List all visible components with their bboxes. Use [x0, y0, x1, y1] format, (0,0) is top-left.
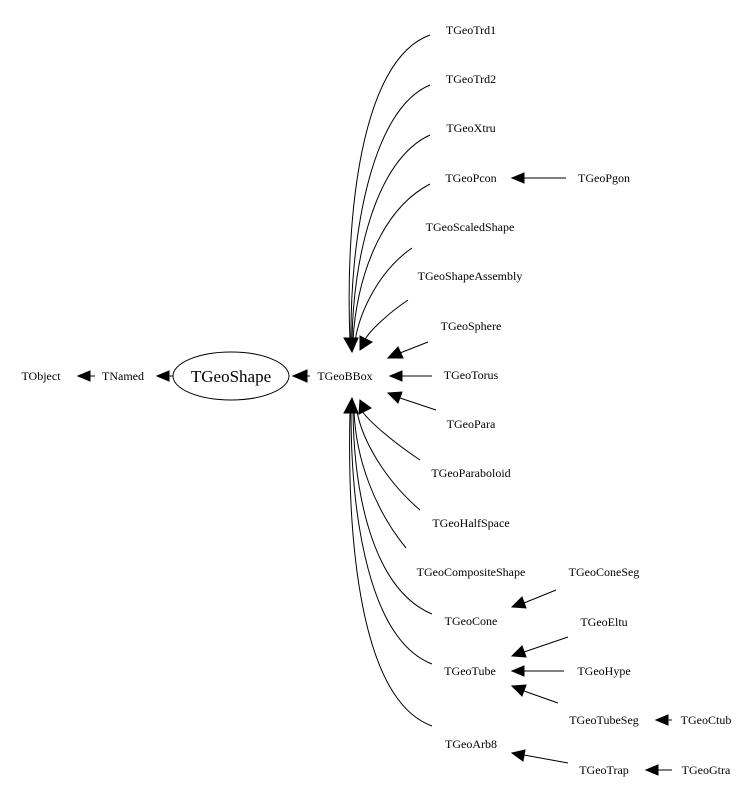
node-tgeogtra[interactable]: TGeoGtra — [682, 763, 731, 777]
edge-tgeoshapeassembly-tgeobbox — [363, 299, 409, 342]
edge-tgeotrd2-tgeobbox — [350, 84, 431, 342]
edge-tgeocone-tgeobbox — [352, 410, 433, 615]
edge-tgeotrap-tgeoarb8 — [523, 754, 569, 764]
node-tgeotrd2[interactable]: TGeoTrd2 — [446, 72, 496, 86]
arrow-head-tgeobbox-bottom — [343, 396, 359, 414]
arrow-head-tube-eltu — [510, 645, 527, 658]
edge-tgeoconeseg-tgeocone — [523, 589, 557, 604]
node-tgeopgon[interactable]: TGeoPgon — [578, 171, 630, 185]
edge-tgeopcon-tgeobbox — [352, 183, 431, 342]
node-tgeoshape-ellipse — [172, 351, 290, 401]
arrow-head-torus — [388, 370, 403, 382]
arrow-head-tgeobbox-bottom-right — [358, 399, 372, 415]
node-tgeosphere[interactable]: TGeoSphere — [441, 319, 502, 333]
edge-tgeotubeseg-tgeotube — [523, 690, 559, 704]
arrow-head-tube-seg — [510, 684, 527, 697]
node-tgeopcon[interactable]: TGeoPcon — [445, 171, 496, 185]
node-tgeotorus[interactable]: TGeoTorus — [444, 368, 499, 382]
node-tgeopara[interactable]: TGeoPara — [447, 417, 496, 431]
arrow-head-tubeseg — [654, 714, 669, 726]
node-tgeoxtru[interactable]: TGeoXtru — [446, 121, 495, 135]
node-tgeobbox[interactable]: TGeoBBox — [317, 369, 372, 383]
node-tgeoscaledshape[interactable]: TGeoScaledShape — [426, 220, 515, 234]
node-tgeohype[interactable]: TGeoHype — [577, 664, 630, 678]
node-tgeoparaboloid[interactable]: TGeoParaboloid — [431, 466, 510, 480]
arrow-head-arb8 — [510, 749, 526, 762]
arrow-head-tube-hype — [510, 665, 525, 677]
node-tgeotrap[interactable]: TGeoTrap — [579, 763, 629, 777]
arrow-head-tobject — [76, 370, 91, 382]
edge-tgeoeltu-tgeotube — [523, 636, 569, 653]
edge-tgeohalfspace-tgeobbox — [356, 410, 421, 511]
node-tnamed[interactable]: TNamed — [102, 369, 144, 383]
node-tgeoshape[interactable]: TGeoShape — [191, 367, 271, 386]
node-tgeoctub[interactable]: TGeoCtub — [681, 713, 732, 727]
node-tgeotrd1[interactable]: TGeoTrd1 — [446, 23, 496, 37]
arrow-head-para — [386, 391, 403, 404]
node-tgeoshapeassembly[interactable]: TGeoShapeAssembly — [418, 269, 523, 283]
arrow-head-tgeoshape — [291, 369, 308, 383]
node-tgeoarb8[interactable]: TGeoArb8 — [445, 737, 497, 751]
arrow-head-trap — [644, 764, 659, 776]
edge-tgeotube-tgeobbox — [350, 410, 433, 665]
node-tgeotube[interactable]: TGeoTube — [444, 664, 496, 678]
edge-tgeocompositeshape-tgeobbox — [353, 410, 407, 549]
edge-tgeoscaledshape-tgeobbox — [354, 247, 413, 342]
edge-tgeoxtru-tgeobbox — [351, 134, 431, 342]
node-tgeoeltu[interactable]: TGeoEltu — [580, 615, 627, 629]
edge-tgeoarb8-tgeobbox — [349, 410, 433, 727]
edge-tgeopara-tgeobbox — [399, 397, 437, 411]
arrow-head-sphere — [386, 346, 404, 359]
edge-tgeoparaboloid-tgeobbox — [361, 410, 421, 461]
arrow-head-cone — [510, 596, 527, 609]
edges — [76, 34, 672, 776]
edge-tgeosphere-tgeobbox — [399, 341, 429, 354]
node-tgeocompositeshape[interactable]: TGeoCompositeShape — [417, 565, 526, 579]
arrow-head-pcon — [510, 172, 525, 184]
node-tgeotubeseg[interactable]: TGeoTubeSeg — [569, 713, 639, 727]
node-tgeoconeseg[interactable]: TGeoConeSeg — [569, 565, 640, 579]
arrow-head-tgeobbox-top-right — [359, 335, 373, 351]
node-tobject[interactable]: TObject — [21, 369, 61, 383]
node-labels: TObject TNamed TGeoShape TGeoBBox TGeoTr… — [21, 23, 731, 777]
arrow-head-tnamed — [155, 370, 170, 382]
node-tgeocone[interactable]: TGeoCone — [445, 614, 498, 628]
arrow-head-tgeobbox-top — [343, 337, 359, 354]
edge-tgeotrd1-tgeobbox — [348, 34, 431, 342]
node-tgeohalfspace[interactable]: TGeoHalfSpace — [432, 516, 509, 530]
